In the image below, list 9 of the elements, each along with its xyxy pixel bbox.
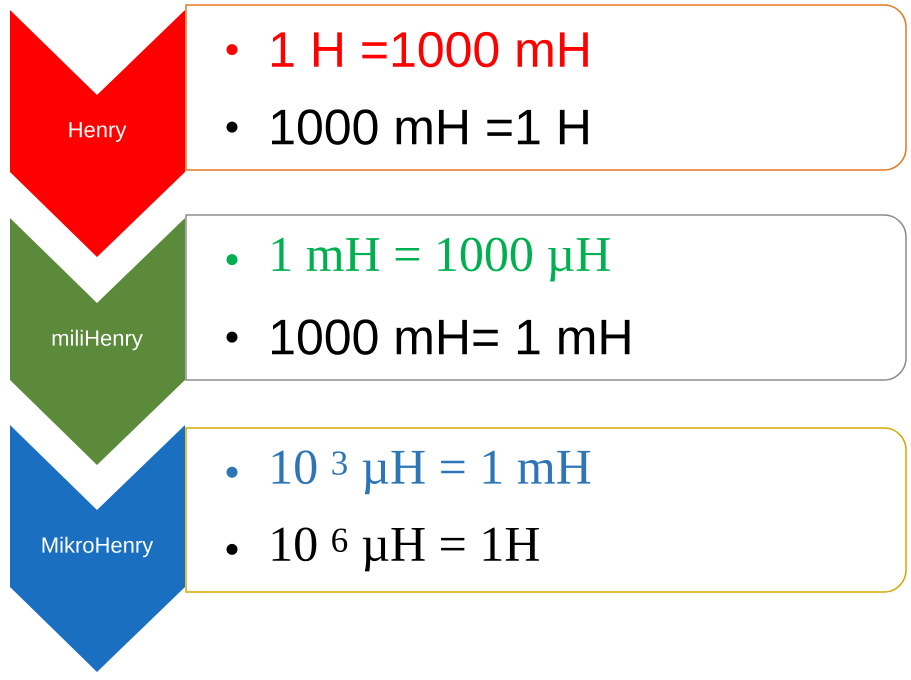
bullet-item: 1000 mH= 1 mH — [226, 319, 630, 355]
step-banner: Henry — [10, 10, 185, 257]
bullet-item: 1 mH = 1000 µH — [226, 238, 610, 282]
bullet-item: 10 $^{6}$ µH = 1H — [226, 527, 539, 572]
bullet-item: 10 $^{3}$ µH = 1 mH — [226, 450, 590, 494]
bullet-item: 1 H =1000 mH — [226, 32, 588, 68]
step-banner: MikroHenry — [10, 425, 185, 672]
bullet-item: 1000 mH =1 H — [226, 109, 588, 145]
step-banner: miliHenry — [10, 218, 185, 465]
